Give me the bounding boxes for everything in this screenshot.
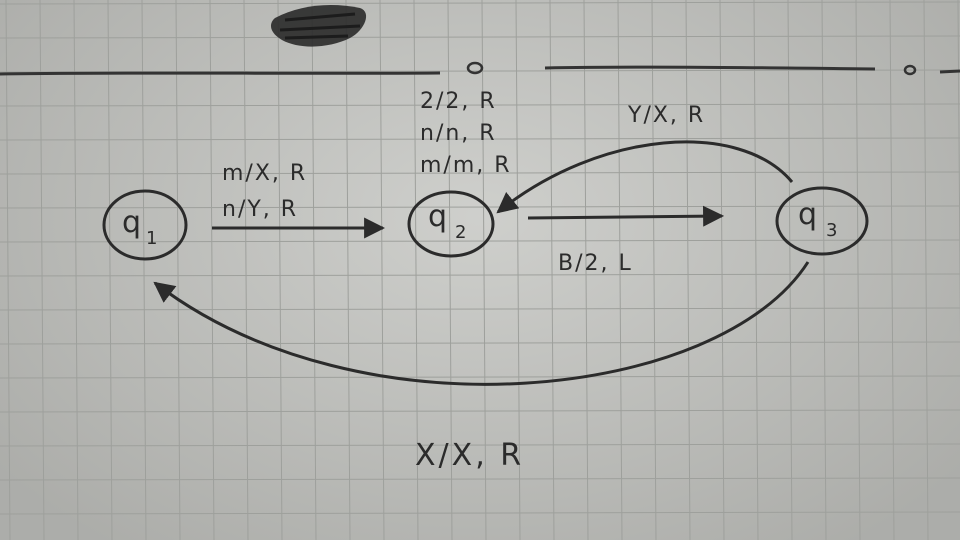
grid-line-horizontal bbox=[0, 1, 960, 5]
small-circle-mark-right bbox=[903, 64, 917, 76]
grid-line-vertical bbox=[821, 0, 827, 540]
grid-line-vertical bbox=[515, 0, 521, 540]
state-q3-label: q bbox=[798, 197, 817, 232]
grid-line-horizontal bbox=[0, 137, 960, 141]
grid-line-vertical bbox=[345, 0, 351, 540]
grid-line-vertical bbox=[549, 0, 555, 540]
state-q1-label: q bbox=[122, 205, 141, 240]
separator-line-right bbox=[544, 65, 876, 71]
state-q1-subscript: 1 bbox=[146, 228, 157, 249]
separator-line-left bbox=[0, 71, 441, 76]
grid-line-horizontal bbox=[0, 511, 960, 515]
grid-line-vertical bbox=[209, 0, 215, 540]
scribble-mark bbox=[270, 5, 367, 47]
grid-line-vertical bbox=[889, 0, 895, 540]
grid-line-horizontal bbox=[0, 477, 960, 481]
grid-line-horizontal bbox=[0, 409, 960, 413]
grid-line-vertical bbox=[753, 0, 759, 540]
grid-line-horizontal bbox=[0, 239, 960, 243]
grid-line-vertical bbox=[855, 0, 861, 540]
label-q2-q3: B/2, L bbox=[558, 251, 633, 276]
grid-line-horizontal bbox=[0, 307, 960, 311]
grid-line-vertical bbox=[923, 0, 929, 540]
grid-line-vertical bbox=[141, 0, 147, 540]
grid-line-horizontal bbox=[0, 375, 960, 379]
arrow-q3-to-q2 bbox=[496, 140, 794, 214]
label-q1-q2-line2: n/Y, R bbox=[222, 197, 298, 222]
state-q1: q 1 bbox=[102, 189, 188, 261]
state-q3: q 3 bbox=[775, 186, 869, 256]
grid-line-vertical bbox=[243, 0, 249, 540]
grid-line-horizontal bbox=[0, 103, 960, 107]
state-q3-subscript: 3 bbox=[826, 220, 837, 241]
state-q2-label: q bbox=[428, 199, 447, 234]
grid-line-vertical bbox=[651, 0, 657, 540]
arrow-q3-to-q1 bbox=[153, 261, 810, 386]
state-q2: q 2 bbox=[407, 190, 495, 258]
grid-line-vertical bbox=[311, 0, 317, 540]
grid-line-vertical bbox=[5, 0, 11, 540]
grid-line-vertical bbox=[719, 0, 725, 540]
label-q2-loop-line1: 2/2, R bbox=[420, 89, 497, 114]
label-q2-loop-line3: m/m, R bbox=[420, 153, 512, 178]
grid-line-vertical bbox=[447, 0, 453, 540]
label-q3-q1: X/X, R bbox=[415, 438, 524, 473]
grid-line-vertical bbox=[957, 0, 960, 338]
grid-line-horizontal bbox=[0, 341, 960, 345]
label-q2-loop-line2: n/n, R bbox=[420, 121, 497, 146]
grid-line-vertical bbox=[175, 0, 181, 540]
grid-line-vertical bbox=[39, 0, 45, 540]
state-q2-subscript: 2 bbox=[455, 222, 466, 243]
grid-line-vertical bbox=[617, 0, 623, 540]
label-q3-q2: Y/X, R bbox=[627, 103, 705, 128]
grid-line-vertical bbox=[685, 0, 691, 540]
grid-line-horizontal bbox=[0, 443, 960, 447]
grid-line-vertical bbox=[107, 0, 113, 540]
grid-line-vertical bbox=[787, 0, 793, 540]
grid-line-vertical bbox=[583, 0, 589, 540]
grid-line-vertical bbox=[481, 0, 487, 540]
separator-line-far-right bbox=[939, 69, 960, 74]
grid-line-vertical bbox=[73, 0, 79, 540]
arrow-q2-to-q3 bbox=[527, 205, 725, 227]
grid-line-vertical bbox=[413, 0, 419, 540]
grid-line-horizontal bbox=[0, 35, 960, 39]
label-q1-q2-line1: m/X, R bbox=[222, 161, 307, 186]
small-circle-mark bbox=[466, 61, 484, 75]
grid-line-horizontal bbox=[0, 171, 960, 175]
grid-line-vertical bbox=[379, 0, 385, 540]
grid-line-horizontal bbox=[0, 205, 960, 209]
grid-line-vertical bbox=[277, 0, 283, 540]
